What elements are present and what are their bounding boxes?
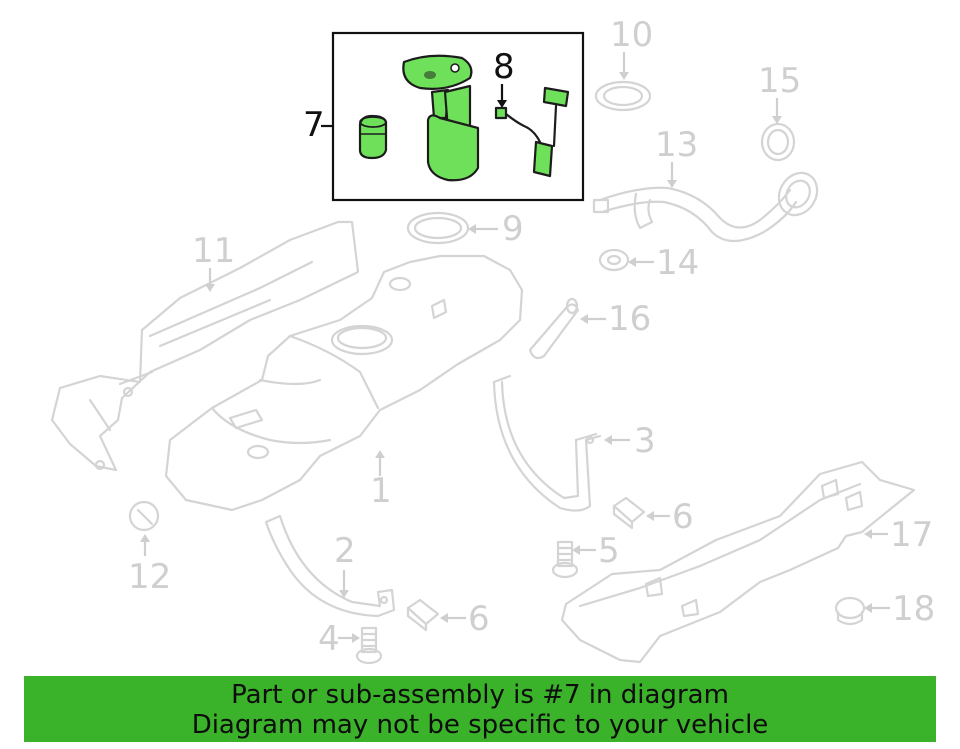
- callout-2: 2: [334, 531, 356, 571]
- part-1-fuel-tank[interactable]: 1: [164, 254, 524, 512]
- callout-10: 10: [610, 15, 653, 55]
- callout-5: 5: [598, 531, 620, 571]
- part-17-skid-plate[interactable]: 17: [560, 460, 933, 664]
- callout-3: 3: [634, 421, 656, 461]
- assembly-7-box[interactable]: 7 8: [303, 31, 585, 202]
- part-10-ring[interactable]: 10: [594, 15, 653, 112]
- fuel-pump-module[interactable]: [402, 54, 480, 182]
- part-3-strap[interactable]: 3: [492, 374, 656, 512]
- callout-6b: 6: [468, 599, 490, 639]
- part-4-bolt[interactable]: 4: [318, 619, 383, 665]
- callout-17: 17: [890, 515, 933, 555]
- callout-1: 1: [370, 471, 392, 511]
- banner-line-1: Part or sub-assembly is #7 in diagram: [231, 680, 729, 710]
- part-6-clip-a[interactable]: 6: [612, 496, 694, 537]
- part-9-lock-ring[interactable]: 9: [406, 209, 524, 249]
- callout-11: 11: [192, 231, 235, 271]
- callout-16: 16: [608, 299, 651, 339]
- banner-line-2: Diagram may not be specific to your vehi…: [191, 710, 769, 740]
- info-banner: Part or sub-assembly is #7 in diagram Di…: [24, 676, 936, 742]
- part-5-bolt[interactable]: 5: [551, 531, 620, 579]
- callout-12: 12: [128, 557, 171, 597]
- part-18-nut[interactable]: 18: [834, 589, 935, 629]
- callout-15: 15: [758, 61, 801, 101]
- callout-6a: 6: [672, 497, 694, 537]
- callout-9: 9: [502, 209, 524, 249]
- part-11-heat-shield[interactable]: 11: [50, 220, 360, 472]
- part-15-seal[interactable]: 15: [758, 61, 801, 162]
- part-16-hose[interactable]: 16: [528, 297, 651, 360]
- fuel-level-sender[interactable]: [494, 86, 570, 178]
- part-13-filler-pipe[interactable]: 13: [592, 125, 825, 243]
- part-12-plug[interactable]: 12: [128, 500, 171, 597]
- callout-4: 4: [318, 619, 340, 659]
- callout-14: 14: [656, 243, 699, 283]
- callout-8: 8: [493, 47, 515, 87]
- callout-13: 13: [655, 125, 698, 165]
- callout-7: 7: [303, 105, 325, 145]
- callout-18: 18: [892, 589, 935, 629]
- part-2-strap[interactable]: 2: [264, 514, 396, 618]
- part-14-grommet[interactable]: 14: [598, 243, 699, 283]
- strainer-filter[interactable]: [358, 114, 388, 160]
- part-6-clip-b[interactable]: 6: [406, 598, 490, 639]
- parts-diagram: 7 8 10 15 13 9: [50, 15, 935, 665]
